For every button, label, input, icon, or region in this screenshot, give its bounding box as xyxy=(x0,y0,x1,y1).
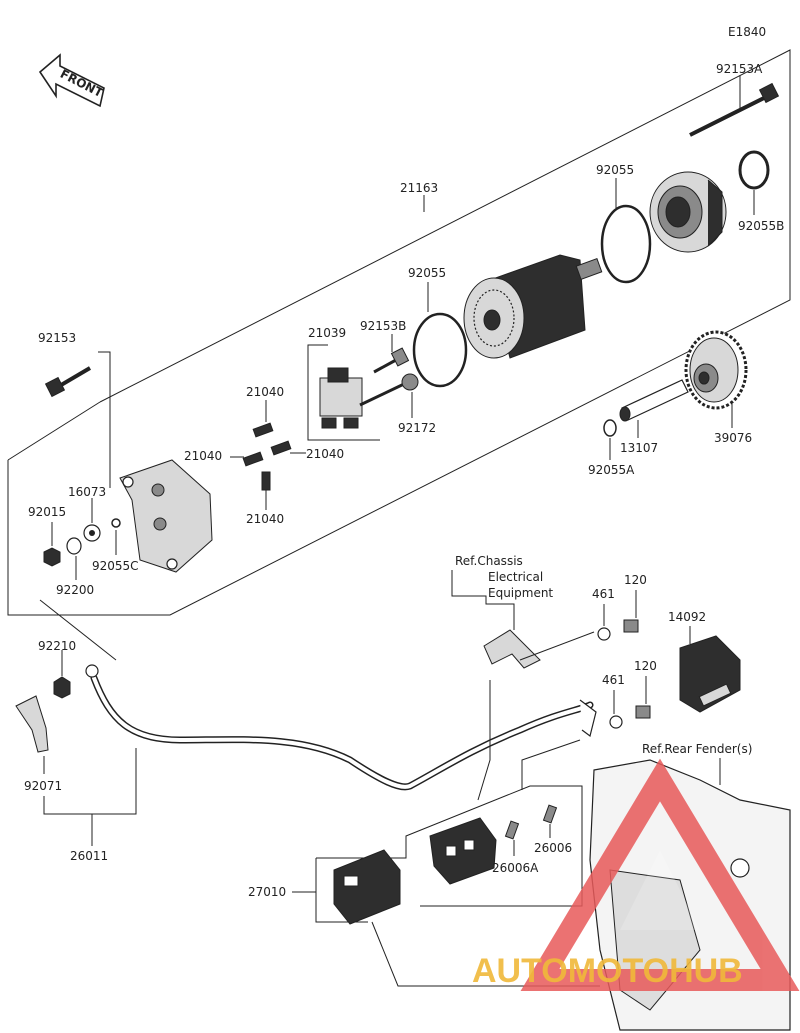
leader-fuse-cable xyxy=(521,739,581,790)
cover-14092 xyxy=(679,635,741,713)
spring-21040-b xyxy=(242,451,264,467)
bolt-92153 xyxy=(44,366,92,398)
ref-chassis-line3: Equipment xyxy=(488,586,553,600)
label-461-b: 461 xyxy=(602,673,625,687)
front-cover-part xyxy=(649,171,727,253)
bracket-21039 xyxy=(307,344,380,441)
boot-92071 xyxy=(15,695,49,753)
washer-16073-hole xyxy=(89,530,95,536)
oring-92055a xyxy=(603,419,617,437)
label-21040-b: 21040 xyxy=(184,449,222,463)
label-92055a: 92055A xyxy=(588,463,635,477)
washer-461-a xyxy=(597,627,611,641)
label-21039: 21039 xyxy=(308,326,346,340)
label-92210: 92210 xyxy=(38,639,76,653)
label-13107: 13107 xyxy=(620,441,658,455)
outline-edge xyxy=(7,401,101,461)
leader-cable-top xyxy=(39,599,117,661)
label-21040-c: 21040 xyxy=(306,447,344,461)
leader-92153 xyxy=(98,351,111,488)
front-arrow-icon: FRONT xyxy=(38,53,106,108)
screw-92172 xyxy=(359,373,419,407)
watermark-logo xyxy=(520,758,800,991)
fuse-26006a xyxy=(504,820,520,840)
starter-relay xyxy=(429,817,497,885)
label-92015: 92015 xyxy=(28,505,66,519)
bolt-92153a xyxy=(689,82,780,137)
label-92055-top: 92055 xyxy=(596,163,634,177)
label-92055b: 92055B xyxy=(738,219,784,233)
oring-92055-top xyxy=(600,204,652,284)
bolt-120-b xyxy=(635,705,651,719)
oring-92055c xyxy=(111,518,121,528)
diagram-code: E1840 xyxy=(728,25,766,39)
label-120-b: 120 xyxy=(634,659,657,673)
ref-chassis-line1: Ref.Chassis xyxy=(455,554,523,568)
label-21040-d: 21040 xyxy=(246,512,284,526)
label-14092: 14092 xyxy=(668,610,706,624)
cable-terminal xyxy=(85,664,99,678)
label-120-a: 120 xyxy=(624,573,647,587)
starter-assembly-outline xyxy=(7,49,791,616)
label-16073: 16073 xyxy=(68,485,106,499)
spring-21040-d xyxy=(261,471,271,491)
label-21040-a: 21040 xyxy=(246,385,284,399)
label-92200: 92200 xyxy=(56,583,94,597)
nut-92015 xyxy=(43,547,61,567)
label-26006: 26006 xyxy=(534,841,572,855)
label-39076: 39076 xyxy=(714,431,752,445)
rear-cover-part xyxy=(119,459,213,573)
washer-461-b xyxy=(609,715,623,729)
spring-21040-a xyxy=(252,422,274,438)
oring-92055b xyxy=(738,150,770,190)
label-92153: 92153 xyxy=(38,331,76,345)
gear-39076 xyxy=(684,330,748,410)
starter-motor-body xyxy=(463,254,603,359)
oring-92055-mid xyxy=(412,312,468,388)
label-27010: 27010 xyxy=(248,885,286,899)
fuse-26006 xyxy=(542,804,558,824)
cable-end-terminal xyxy=(579,699,597,738)
brush-holder-21039 xyxy=(319,367,363,429)
screw-92153b xyxy=(373,347,410,374)
label-26006a: 26006A xyxy=(492,861,539,875)
label-21163: 21163 xyxy=(400,181,438,195)
fender-hole xyxy=(730,858,750,878)
nut-92210 xyxy=(53,676,71,699)
label-26011: 26011 xyxy=(70,849,108,863)
label-92055c: 92055C xyxy=(92,559,139,573)
leader-ref-chassis xyxy=(451,570,515,630)
shaft-13107 xyxy=(619,379,689,422)
watermark-text: AUTOMOTOHUB xyxy=(472,952,743,990)
ref-chassis-line2: Electrical xyxy=(488,570,543,584)
battery-cable-inner xyxy=(92,676,592,789)
leader-relay-top xyxy=(477,680,491,801)
washer-92200 xyxy=(66,537,82,555)
label-92055-mid: 92055 xyxy=(408,266,446,280)
label-92153a: 92153A xyxy=(716,62,763,76)
relay-27010 xyxy=(333,849,401,925)
spring-21040-c xyxy=(270,440,292,456)
label-461-a: 461 xyxy=(592,587,615,601)
label-92172: 92172 xyxy=(398,421,436,435)
label-92153b: 92153B xyxy=(360,319,406,333)
bracket-26011 xyxy=(43,748,137,815)
bolt-120-a xyxy=(623,619,639,633)
ref-fender: Ref.Rear Fender(s) xyxy=(642,742,752,756)
chassis-bracket xyxy=(483,629,595,669)
label-92071: 92071 xyxy=(24,779,62,793)
